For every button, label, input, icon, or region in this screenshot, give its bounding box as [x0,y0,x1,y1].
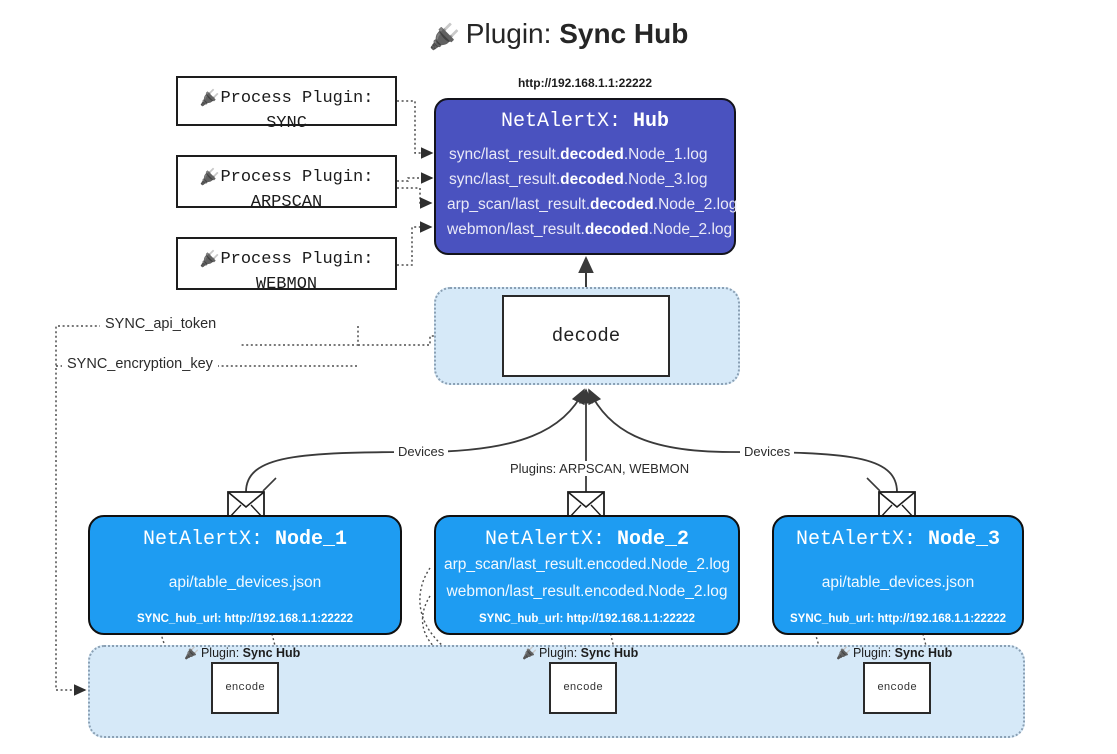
log-post: .Node_1.log [623,146,708,163]
node-title-prefix: NetAlertX: [484,528,617,551]
process-plugin-label: Process Plugin: [220,168,374,187]
log-post: .Node_2.log [653,196,738,213]
hub-log-item: arp_scan/last_result.decoded.Node_2.log [436,192,737,217]
log-emphasis: decoded [590,196,654,213]
node-2[interactable]: NetAlertX: Node_2 arp_scan/last_result.e… [434,515,740,635]
encode-box-3[interactable]: encode [863,662,931,714]
log-pre: sync/last_result. [449,171,561,188]
log-emphasis: decoded [560,146,624,163]
node-3[interactable]: NetAlertX: Node_3 api/table_devices.json… [772,515,1024,635]
plug-icon: 🔌 [428,23,460,51]
encoder-label-prefix: Plugin: [538,646,581,660]
encoder-label-3: 🔌Plugin: Sync Hub [836,646,952,660]
plug-icon: 🔌 [199,251,220,269]
process-plugin-arpscan[interactable]: 🔌Process Plugin: ARPSCAN [176,155,397,212]
hub-log-item: webmon/last_result.decoded.Node_2.log [436,217,734,242]
encoder-label-1: 🔌Plugin: Sync Hub [184,646,300,660]
plug-icon: 🔌 [836,646,851,660]
edge-label-plugins: Plugins: ARPSCAN, WEBMON [506,461,694,476]
node-footer: SYNC_hub_url: http://192.168.1.1:22222 [478,613,696,625]
hub-node[interactable]: NetAlertX: Hub sync/last_result.decoded.… [434,98,737,255]
node-title-name: Node_2 [617,528,690,551]
edge-label-devices-left: Devices [394,444,449,459]
process-plugin-name: WEBMON [255,274,318,294]
encoder-label-name: Sync Hub [894,646,953,660]
sync-api-token-label: SYNC_api_token [100,316,222,332]
process-plugin-sync[interactable]: 🔌Process Plugin: SYNC [176,76,397,133]
log-emphasis: decoded [584,221,649,238]
log-post: .Node_3.log [623,171,708,188]
node-title-prefix: NetAlertX: [142,528,275,551]
log-emphasis: decoded [560,171,624,188]
encode-box-1[interactable]: encode [211,662,279,714]
log-pre: arp_scan/last_result. [447,196,591,213]
process-plugin-label: Process Plugin: [220,250,374,269]
log-pre: webmon/last_result. [447,221,585,238]
node-line: api/table_devices.json [168,574,322,591]
hub-log-item: sync/last_result.decoded.Node_3.log [436,167,734,192]
hub-title-name: Hub [633,110,670,133]
node-title: NetAlertX: Node_1 [90,528,400,551]
encoder-label-name: Sync Hub [242,646,301,660]
encoder-label-prefix: Plugin: [200,646,243,660]
process-plugin-label: Process Plugin: [220,89,374,108]
process-plugin-name: SYNC [266,113,307,133]
node-title-name: Node_3 [928,528,1001,551]
node-line: arp_scan/last_result.encoded.Node_2.log [443,556,731,573]
node-footer: SYNC_hub_url: http://192.168.1.1:22222 [789,613,1007,625]
node-title-name: Node_1 [275,528,348,551]
node-footer: SYNC_hub_url: http://192.168.1.1:22222 [136,613,354,625]
encoder-label-2: 🔌Plugin: Sync Hub [522,646,638,660]
decode-box[interactable]: decode [502,295,670,377]
encode-box-2[interactable]: encode [549,662,617,714]
plug-icon: 🔌 [199,90,220,108]
edge-label-devices-right: Devices [740,444,795,459]
plug-icon: 🔌 [184,646,199,660]
node-title: NetAlertX: Node_3 [774,528,1022,551]
node-1[interactable]: NetAlertX: Node_1 api/table_devices.json… [88,515,402,635]
log-post: .Node_2.log [648,221,733,238]
plug-icon: 🔌 [522,646,537,660]
title-prefix: Plugin: [465,18,560,49]
process-plugin-webmon[interactable]: 🔌Process Plugin: WEBMON [176,237,397,294]
node-title-prefix: NetAlertX: [795,528,928,551]
hub-title: NetAlertX: Hub [436,110,734,133]
hub-log-item: sync/last_result.decoded.Node_1.log [436,142,734,167]
sync-encryption-key-label: SYNC_encryption_key [62,356,218,372]
process-plugin-name: ARPSCAN [250,192,323,212]
page-title: 🔌Plugin: Sync Hub [0,18,1117,51]
hub-address: http://192.168.1.1:22222 [517,76,653,90]
node-line: api/table_devices.json [821,574,975,591]
encoder-label-name: Sync Hub [580,646,639,660]
hub-log-list: sync/last_result.decoded.Node_1.log sync… [436,142,737,242]
hub-title-prefix: NetAlertX: [500,110,633,133]
node-line: webmon/last_result.encoded.Node_2.log [446,583,728,600]
log-pre: sync/last_result. [449,146,561,163]
encoder-label-prefix: Plugin: [852,646,895,660]
node-title: NetAlertX: Node_2 [436,528,738,551]
plug-icon: 🔌 [199,169,220,187]
title-name: Sync Hub [559,18,689,49]
